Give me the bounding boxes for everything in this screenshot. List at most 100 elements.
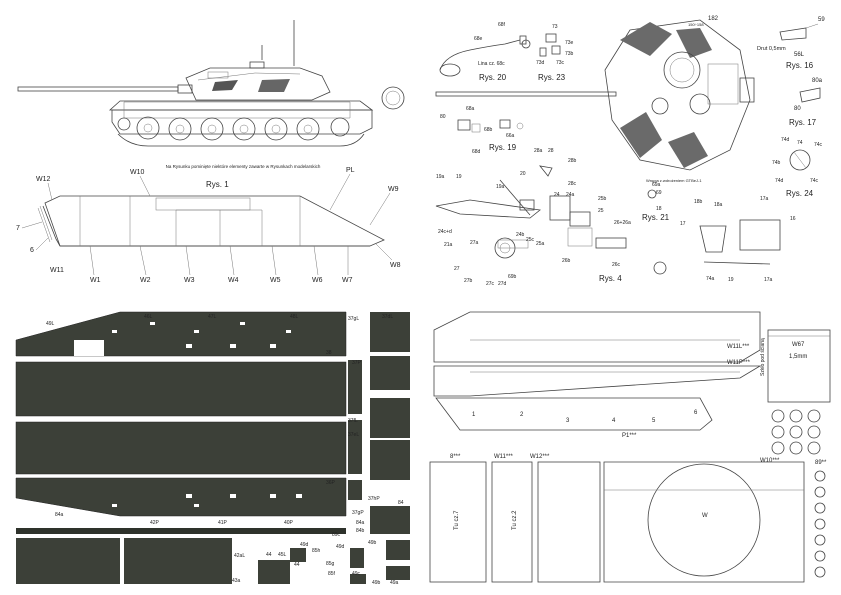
part-20: 20 <box>520 171 526 177</box>
part-p1-1: 1 <box>472 412 476 418</box>
label-6: 6 <box>30 247 34 254</box>
label-7: 7 <box>16 225 20 232</box>
part-74b: 74c <box>814 142 823 148</box>
part-17b: 17a <box>764 277 773 283</box>
part-85g: 85g <box>326 561 335 567</box>
part-49a: 49a <box>390 580 399 586</box>
part-45l: 45L <box>278 552 287 558</box>
part-18a: 18b <box>694 199 703 205</box>
part-24b: 24b <box>516 232 525 238</box>
rys4-label: Rys. 4 <box>599 274 622 283</box>
part-37el: 37eL <box>348 432 359 438</box>
lina-label: Lina cz. 68c <box>478 61 505 67</box>
hull-labels: W12 W10 PL W9 7 6 W11 W1 W2 W3 W4 W5 W6 … <box>16 167 401 284</box>
part-25c: 25c <box>526 237 535 243</box>
part-73e: 73e <box>565 40 574 46</box>
part-41p: 41P <box>218 520 228 526</box>
tank-side-view <box>17 20 405 147</box>
rys24-label: Rys. 24 <box>786 189 814 198</box>
part-43a: 43a <box>232 578 241 584</box>
tu-cz7: Tu cz.7 <box>454 510 460 530</box>
part-73b: 73b <box>565 51 574 57</box>
part-27a: 27a <box>470 240 479 246</box>
part-85f: 85f <box>328 571 336 577</box>
part-24: 24 <box>554 192 560 198</box>
part-42l: 42aL <box>234 553 245 559</box>
rys20-label: Rys. 20 <box>479 73 507 82</box>
part-73d: 73d <box>536 60 545 66</box>
label-w5: W5 <box>270 277 281 284</box>
rys16-detail <box>779 23 819 41</box>
label-w9: W9 <box>388 186 399 193</box>
part-21: 27 <box>454 266 460 272</box>
part-18: 18a <box>714 202 723 208</box>
part-44: 44 <box>266 552 272 558</box>
part-49l: 49L <box>46 321 55 327</box>
part-80a: 80a <box>812 78 823 84</box>
rys17-detail <box>799 87 821 103</box>
tu-cz2: Tu cz.2 <box>512 510 518 530</box>
part-25b: 25b <box>598 196 607 202</box>
part-73c: 73c <box>556 60 565 66</box>
part-27b: 27c <box>486 281 495 287</box>
part-85h: 85h <box>312 548 321 554</box>
part-w12: W12*** <box>530 454 550 460</box>
part-p1-6: 6 <box>694 410 698 416</box>
hull-parts-labels: 49L 46L 47L 48L 37gL 37dL 38 84a 37P 37f… <box>46 314 404 586</box>
part-19: 19 <box>456 174 462 180</box>
label-w6: W6 <box>312 277 323 284</box>
label-w10: W10 <box>130 169 145 176</box>
part-59: 59 <box>818 17 825 23</box>
label-w2: W2 <box>140 277 151 284</box>
part-p1-3: 3 <box>566 418 570 424</box>
part-182: 182 <box>708 16 719 22</box>
part-25: 25 <box>598 208 604 214</box>
part-27: 27b <box>464 278 473 284</box>
part-49d: 49d <box>300 542 309 548</box>
part-19a-2: 19a <box>496 184 505 190</box>
part-42p: 42P <box>150 520 160 526</box>
label-w1: W1 <box>90 277 101 284</box>
part-26c: 26c <box>612 262 621 268</box>
drut-label: Drut 0,5mm <box>757 46 786 52</box>
label-w7: W7 <box>342 277 353 284</box>
part-74a-2: 74d <box>775 178 784 184</box>
part-40p: 40P <box>284 520 294 526</box>
part-74a: 74d <box>781 137 790 143</box>
part-37dl: 37dL <box>382 314 393 320</box>
rys23-detail <box>539 33 561 57</box>
part-36p: 36P <box>326 480 336 486</box>
rys16-label: Rys. 16 <box>786 61 814 70</box>
part-68b: 68a <box>466 106 475 112</box>
part-84: 84 <box>398 500 404 506</box>
rys24-detail <box>789 149 811 171</box>
part-74b-2: 74c <box>810 178 819 184</box>
part-28a: 28a <box>534 148 543 154</box>
part-48al: 49b <box>368 540 377 546</box>
rys20-rope <box>439 35 531 77</box>
rys1-label: Rys. 1 <box>206 180 229 189</box>
rys4-suspension <box>435 165 667 275</box>
tank-caption: Na Rysunku pominięte niektóre elementy z… <box>166 164 321 169</box>
wnega-label: Wnęga z.wdrożeniem GTBeJ-1 <box>646 178 702 183</box>
part-150-158: 150÷158 <box>688 22 704 27</box>
rys23-label: Rys. 23 <box>538 73 566 82</box>
part-w11l: W11L*** <box>727 344 750 350</box>
part-68: 68d <box>472 149 481 155</box>
part-37gp: 37gP <box>352 510 364 516</box>
part-p1: P1*** <box>622 433 637 439</box>
part-49d-2: 49d <box>336 544 345 550</box>
part-19a: 19a <box>436 174 445 180</box>
part-thickness: 1,5mm <box>789 354 807 360</box>
part-27c: 27d <box>498 281 507 287</box>
part-48l: 48L <box>290 314 299 320</box>
part-68d: 66a <box>506 133 515 139</box>
white-parts-outlines <box>429 311 831 583</box>
part-17a: 16 <box>790 216 796 222</box>
hull-side-outline <box>37 195 385 247</box>
part-73: 73 <box>552 24 558 30</box>
part-69: 18 <box>656 206 662 212</box>
label-w12: W12 <box>36 176 51 183</box>
part-56l: 56L <box>794 52 805 58</box>
label-w8: W8 <box>390 262 401 269</box>
